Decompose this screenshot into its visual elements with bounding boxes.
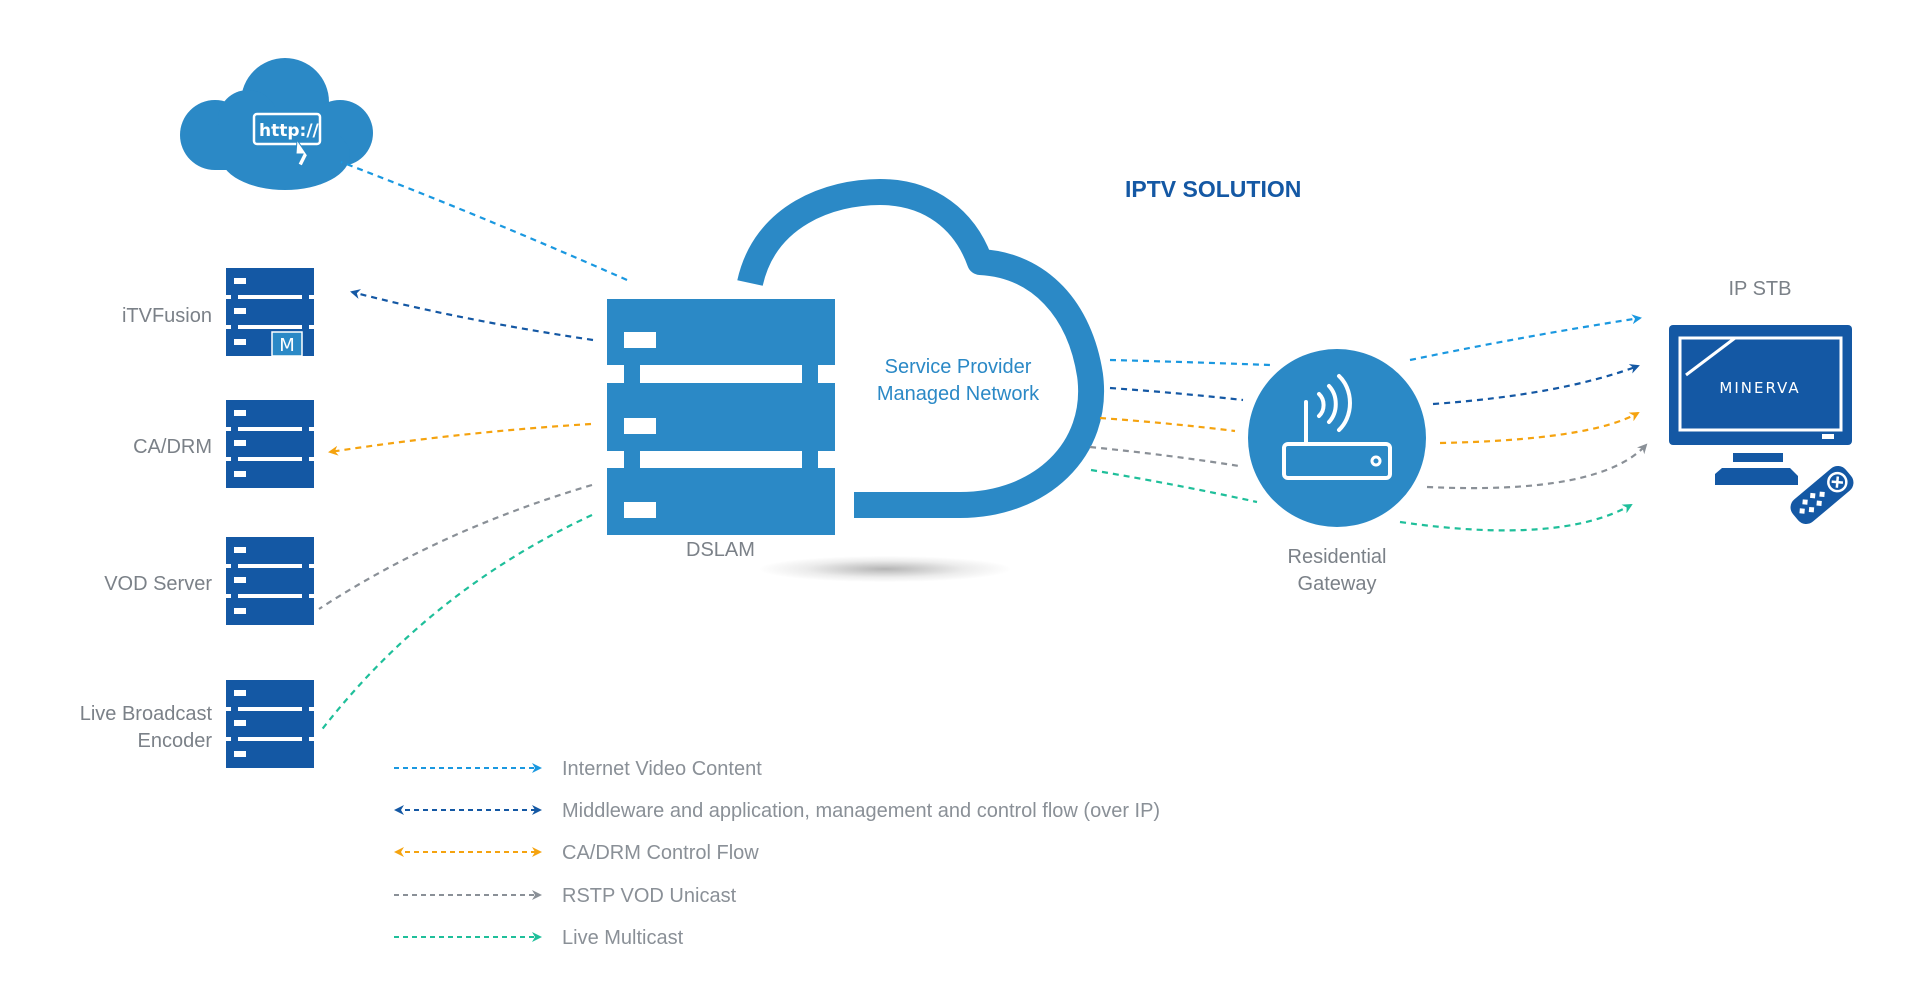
server-label-itvfusion: iTVFusion (121, 305, 212, 327)
dslam-shadow (760, 556, 1010, 582)
flow-line-internet (1409, 314, 1642, 362)
server-icon: M (226, 268, 314, 357)
diagram-title: IPTV SOLUTION (1125, 176, 1302, 202)
server-label-live-line2: Encoder (137, 730, 213, 752)
ip-stb-monitor-icon: MINERVA (1669, 325, 1857, 527)
server-label-cadrm: CA/DRM (133, 436, 212, 458)
flow-line-cadrm (328, 422, 592, 456)
server-label-live-line1: Live Broadcast (79, 703, 212, 725)
legend-label-vod: RSTP VOD Unicast (562, 885, 737, 907)
dslam-label: DSLAM (686, 539, 755, 561)
flow-line-internet (340, 160, 628, 282)
url-text: http:// (259, 121, 320, 141)
server-icon (226, 537, 314, 625)
flow-line-middleware (350, 289, 594, 342)
flow-line-vod (318, 483, 593, 610)
network-label-line1: Service Provider (884, 356, 1032, 378)
legend-label-internet: Internet Video Content (562, 758, 762, 780)
flow-line-cadrm (1099, 416, 1236, 433)
flow-line-internet (1109, 358, 1271, 367)
legend-lines (394, 763, 542, 942)
flow-line-multicast (1090, 468, 1258, 504)
gateway-label-line1: Residential (1287, 546, 1387, 568)
stb-label: IP STB (1728, 278, 1792, 300)
legend-label-cadrm: CA/DRM Control Flow (562, 842, 759, 864)
flow-line-cadrm (1439, 412, 1640, 445)
server-icon (226, 680, 314, 768)
flow-line-middleware (1109, 386, 1244, 402)
server-icon (226, 400, 314, 488)
gateway-label-line2: Gateway (1297, 573, 1377, 595)
network-label: Service Provider Managed Network (848, 354, 1068, 408)
dslam-icon (607, 299, 835, 535)
residential-gateway-icon (1248, 349, 1426, 527)
legend-label-middleware: Middleware and application, management a… (562, 800, 1161, 822)
flow-line-vod (1089, 445, 1240, 468)
internet-cloud-icon: http:// (180, 58, 373, 190)
itvfusion-badge-icon: M (271, 331, 303, 357)
url-box (252, 112, 322, 146)
server-stack: M (226, 268, 314, 768)
flow-line-vod (1426, 443, 1648, 490)
flow-lines (318, 160, 1648, 733)
badge-text: M (279, 335, 295, 356)
flow-line-multicast (319, 514, 593, 733)
network-cloud-icon (737, 179, 1105, 518)
flow-line-middleware (1432, 364, 1640, 406)
legend-label-multicast: Live Multicast (562, 927, 684, 949)
cursor-icon (295, 138, 313, 167)
brand-text: MINERVA (1719, 379, 1800, 397)
flow-line-multicast (1399, 504, 1633, 532)
network-label-line2: Managed Network (876, 383, 1040, 405)
server-label-vod: VOD Server (104, 573, 212, 595)
